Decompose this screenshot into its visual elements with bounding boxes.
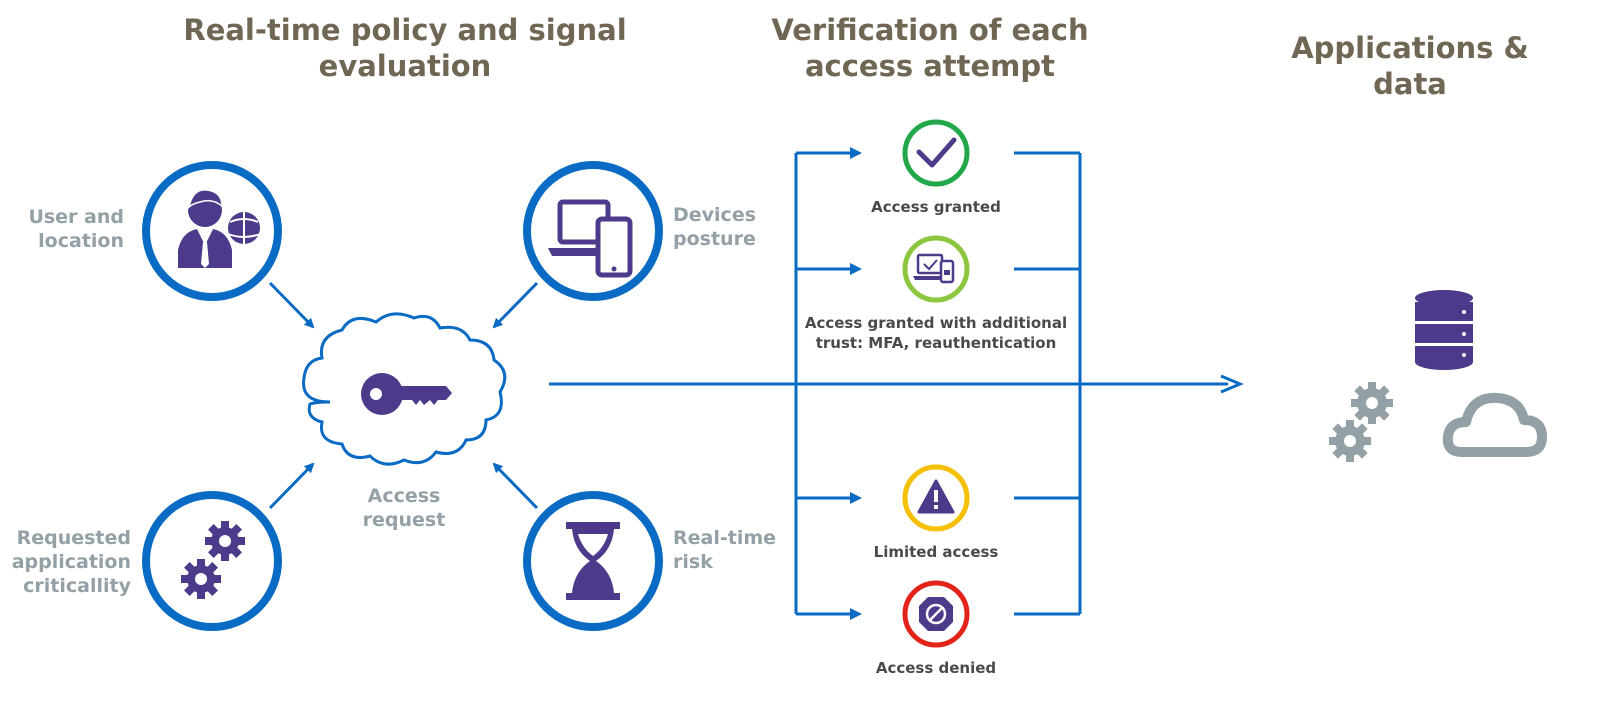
realtime-risk-node	[523, 491, 663, 631]
user-location-node	[142, 161, 282, 301]
access-granted-mfa-label: Access granted with additional trust: MF…	[804, 314, 1068, 352]
warning-icon	[917, 479, 955, 514]
verification-right-bracket	[1014, 151, 1082, 616]
blocked-icon	[919, 597, 953, 631]
database-icon	[1415, 290, 1473, 370]
access-request-label: Access request	[362, 485, 446, 531]
verification-left-bracket	[794, 151, 852, 616]
devices-posture-label: Devices posture	[673, 204, 757, 250]
app-gears-icon	[1329, 382, 1393, 462]
access-granted-mfa-node	[902, 235, 970, 303]
gears-icon	[181, 521, 245, 599]
access-granted-node	[902, 119, 970, 187]
applications-data-icons	[1329, 290, 1547, 462]
access-granted-label: Access granted	[871, 198, 1001, 216]
devices-posture-node	[523, 161, 663, 301]
access-denied-label: Access denied	[875, 659, 997, 677]
user-location-label: User and location	[28, 206, 124, 252]
user-globe-icon	[178, 189, 261, 268]
key-icon	[361, 373, 452, 415]
access-denied-node	[902, 580, 970, 648]
access-request-cloud	[302, 312, 507, 466]
device-verification-icon	[913, 253, 955, 284]
application-criticality-node	[142, 491, 282, 631]
cloud-icon	[1442, 392, 1547, 457]
limited-access-node	[902, 464, 970, 532]
application-criticality-label: Requested application criticallity	[11, 527, 131, 597]
hourglass-icon	[566, 522, 620, 600]
checkmark-icon	[916, 137, 957, 168]
signal-arrows	[268, 281, 539, 510]
verification-title: Verification of each access attempt	[771, 13, 1089, 83]
realtime-risk-label: Real-time risk	[673, 527, 777, 573]
applications-data-title: Applications & data	[1291, 31, 1529, 101]
limited-access-label: Limited access	[873, 543, 999, 561]
laptop-phone-icon	[548, 199, 633, 278]
policy-evaluation-title: Real-time policy and signal evaluation	[183, 13, 627, 83]
